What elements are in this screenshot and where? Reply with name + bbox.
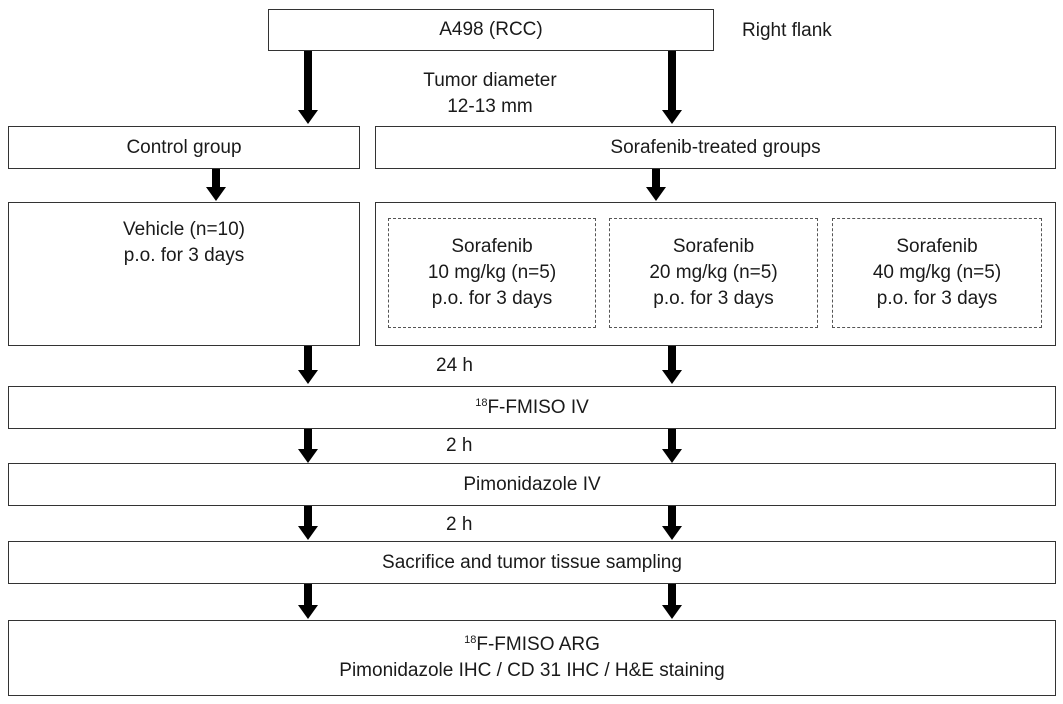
arrow-right-1 [662,346,682,384]
analysis-line-1: 18F-FMISO ARG [464,634,600,655]
arrow-right-4 [662,584,682,619]
arrow-top-left [298,51,318,124]
control-group-label: Control group [126,136,242,158]
vehicle-line-1: Vehicle (n=10) [123,219,245,240]
arrow-right-3 [662,506,682,540]
cell-line-box: A498 (RCC) [268,9,714,51]
arrow-control-to-vehicle [206,169,226,201]
pimonidazole-injection-label: Pimonidazole IV [463,473,601,495]
arrow-left-2 [298,429,318,463]
sacrifice-label: Sacrifice and tumor tissue sampling [382,551,682,573]
interval-2h-label-2: 2 h [446,514,473,535]
arrow-treated-to-doses [646,169,666,201]
analysis-box: 18F-FMISO ARG Pimonidazole IHC / CD 31 I… [8,620,1056,696]
implant-site-label: Right flank [742,20,832,41]
analysis-line-2: Pimonidazole IHC / CD 31 IHC / H&E stain… [339,660,725,681]
arrow-top-right [662,51,682,124]
fmiso-injection-label: 18F-FMISO IV [475,396,589,418]
dose-box-10: Sorafenib 10 mg/kg (n=5) p.o. for 3 days [388,218,596,328]
arrow-left-3 [298,506,318,540]
arrow-left-1 [298,346,318,384]
dose-box-40: Sorafenib 40 mg/kg (n=5) p.o. for 3 days [832,218,1042,328]
interval-2h-label-1: 2 h [446,435,473,456]
sacrifice-box: Sacrifice and tumor tissue sampling [8,541,1056,584]
treated-groups-box: Sorafenib-treated groups [375,126,1056,169]
treated-groups-label: Sorafenib-treated groups [610,136,821,158]
vehicle-line-2: p.o. for 3 days [123,245,245,266]
vehicle-box: Vehicle (n=10) p.o. for 3 days [8,202,360,346]
arrow-right-2 [662,429,682,463]
pimonidazole-injection-box: Pimonidazole IV [8,463,1056,506]
dose-box-20: Sorafenib 20 mg/kg (n=5) p.o. for 3 days [609,218,818,328]
arrow-left-4 [298,584,318,619]
inclusion-criteria-label: Tumor diameter 12-13 mm [423,70,557,117]
cell-line-label: A498 (RCC) [439,19,543,40]
interval-24h-label: 24 h [436,355,473,376]
fmiso-injection-box: 18F-FMISO IV [8,386,1056,429]
control-group-box: Control group [8,126,360,169]
